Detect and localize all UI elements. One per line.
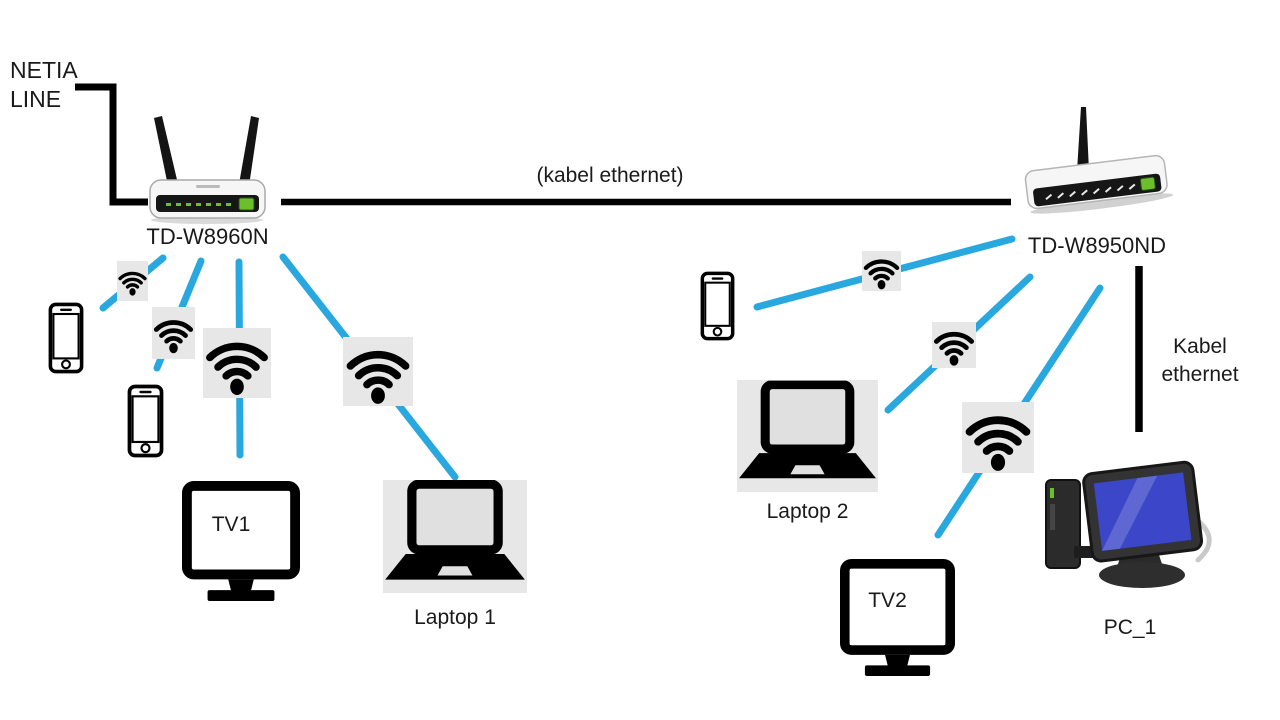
netia-line-cable (75, 83, 148, 206)
device-laptop2 (737, 380, 878, 492)
tv2-label: TV2 (868, 589, 907, 612)
smartphone-icon (127, 383, 164, 459)
tv-monitor-icon (840, 558, 955, 677)
router-icon (140, 108, 275, 225)
router-td-w8950nd (1015, 103, 1180, 225)
tv1-label: TV1 (211, 513, 251, 536)
laptop2-label: Laptop 2 (766, 500, 849, 523)
wifi-icon (932, 322, 976, 368)
wifi-zone-small-left (117, 261, 148, 301)
laptop-icon (737, 380, 878, 492)
netia-line-label-line2: LINE (10, 86, 62, 112)
wifi-zone-phone3 (862, 251, 901, 291)
router1-label: TD-W8960N (146, 224, 269, 249)
kabel-ethernet-label-line2: ethernet (1161, 363, 1239, 386)
device-tv2: TV2 (840, 558, 955, 677)
router-icon (1015, 103, 1180, 225)
router-td-w8960n (140, 108, 275, 225)
kabel-ethernet-label-line1: Kabel (1173, 335, 1227, 358)
device-pc1 (1040, 460, 1225, 598)
tv-monitor-icon (182, 480, 300, 602)
wifi-zone-tv2 (962, 402, 1034, 473)
wifi-icon (962, 402, 1034, 473)
smartphone-icon (699, 271, 736, 341)
laptop-icon (383, 480, 527, 593)
phone-3 (699, 271, 736, 341)
wifi-zone-laptop2 (932, 322, 976, 368)
wifi-icon (862, 251, 901, 291)
device-laptop1 (383, 480, 527, 593)
netia-line-label: NETIA LINE (10, 56, 78, 114)
wifi-icon (343, 337, 413, 406)
kabel-ethernet-label: Kabel ethernet (1148, 333, 1252, 389)
wifi-icon (203, 328, 271, 398)
wifi-icon (117, 261, 148, 301)
device-tv1: TV1 (182, 480, 300, 602)
wifi-zone-laptop1 (343, 337, 413, 406)
ethernet-cable-label: (kabel ethernet) (536, 164, 684, 187)
phone-1 (48, 302, 84, 374)
pc1-label: PC_1 (1103, 616, 1157, 639)
smartphone-icon (48, 302, 84, 374)
laptop1-label: Laptop 1 (414, 606, 496, 629)
phone-2 (127, 383, 164, 459)
netia-line-label-line1: NETIA (10, 57, 78, 83)
desktop-pc-icon (1040, 460, 1225, 598)
wifi-icon (152, 307, 195, 359)
wifi-zone-tv1 (203, 328, 271, 398)
router2-label: TD-W8950ND (1027, 233, 1167, 258)
wifi-zone-medium-left (152, 307, 195, 359)
